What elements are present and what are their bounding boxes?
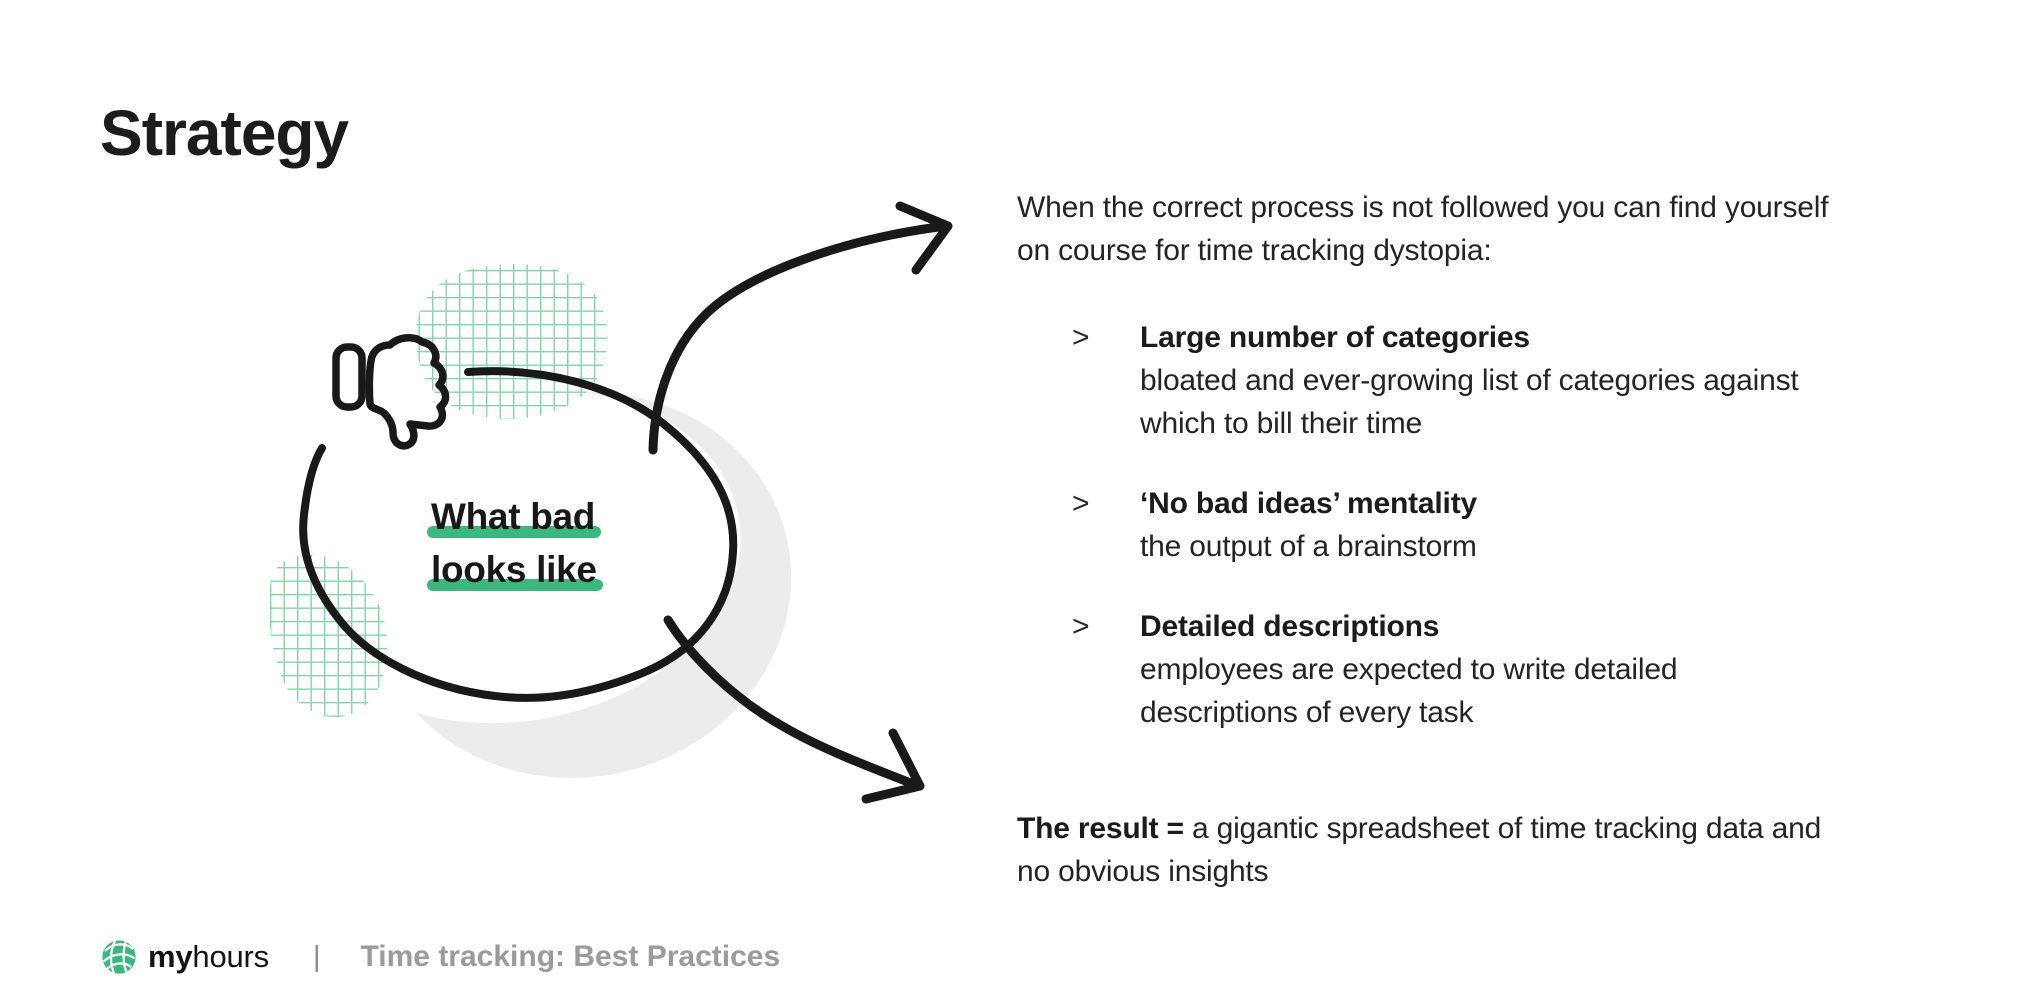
brand-my: my bbox=[148, 939, 193, 974]
bullet-list: > Large number of categories bloated and… bbox=[1017, 316, 1897, 734]
bullet-marker: > bbox=[1072, 487, 1090, 520]
bad-process-diagram bbox=[270, 201, 953, 804]
bad-circle-sketch bbox=[299, 367, 738, 702]
bullet-body: Detailed descriptions employees are expe… bbox=[1140, 605, 1840, 734]
bullet-description: bloated and ever-growing list of categor… bbox=[1140, 364, 1799, 440]
upper-arrow-shaft bbox=[648, 221, 951, 455]
brand-wordmark: myhours bbox=[148, 939, 269, 975]
brand-hours: hours bbox=[192, 939, 269, 974]
list-item: > Detailed descriptions employees are ex… bbox=[1017, 605, 1897, 734]
myhours-logo-icon bbox=[102, 940, 136, 974]
result-prefix: The result = bbox=[1017, 812, 1184, 845]
circle-label: What bad looks like bbox=[426, 490, 603, 596]
content-column: When the correct process is not followed… bbox=[1017, 186, 1897, 771]
lower-arrow-shaft bbox=[663, 615, 921, 790]
grid-pattern-blob-bottom bbox=[270, 554, 388, 717]
bullet-heading: ‘No bad ideas’ mentality bbox=[1140, 487, 1477, 520]
bullet-marker: > bbox=[1072, 321, 1090, 354]
thumbs-down-icon bbox=[332, 334, 450, 450]
circle-label-line1: What bad bbox=[426, 490, 602, 543]
page-title: Strategy bbox=[100, 97, 349, 169]
shadow-cutout bbox=[291, 388, 741, 724]
footer-divider: | bbox=[312, 940, 321, 973]
footer-caption: Time tracking: Best Practices bbox=[360, 940, 781, 973]
list-item: > Large number of categories bloated and… bbox=[1017, 316, 1897, 445]
bullet-description: the output of a brainstorm bbox=[1140, 530, 1477, 563]
bullet-body: ‘No bad ideas’ mentality the output of a… bbox=[1140, 482, 1840, 568]
list-item: > ‘No bad ideas’ mentality the output of… bbox=[1017, 482, 1897, 568]
lower-arrow-head bbox=[861, 728, 925, 804]
result-paragraph: The result = a gigantic spreadsheet of t… bbox=[1017, 807, 1835, 893]
intro-paragraph: When the correct process is not followed… bbox=[1017, 191, 1829, 267]
bullet-marker: > bbox=[1072, 610, 1090, 643]
upper-arrow-head bbox=[895, 201, 953, 275]
result-text: a gigantic spreadsheet of time tracking … bbox=[1017, 812, 1822, 888]
bullet-heading: Detailed descriptions bbox=[1140, 610, 1440, 643]
circle-label-line2: looks like bbox=[427, 543, 603, 596]
bullet-description: employees are expected to write detailed… bbox=[1140, 653, 1678, 729]
bullet-body: Large number of categories bloated and e… bbox=[1140, 316, 1840, 445]
bullet-heading: Large number of categories bbox=[1140, 321, 1530, 354]
footer: myhours | Time tracking: Best Practices bbox=[100, 938, 780, 976]
